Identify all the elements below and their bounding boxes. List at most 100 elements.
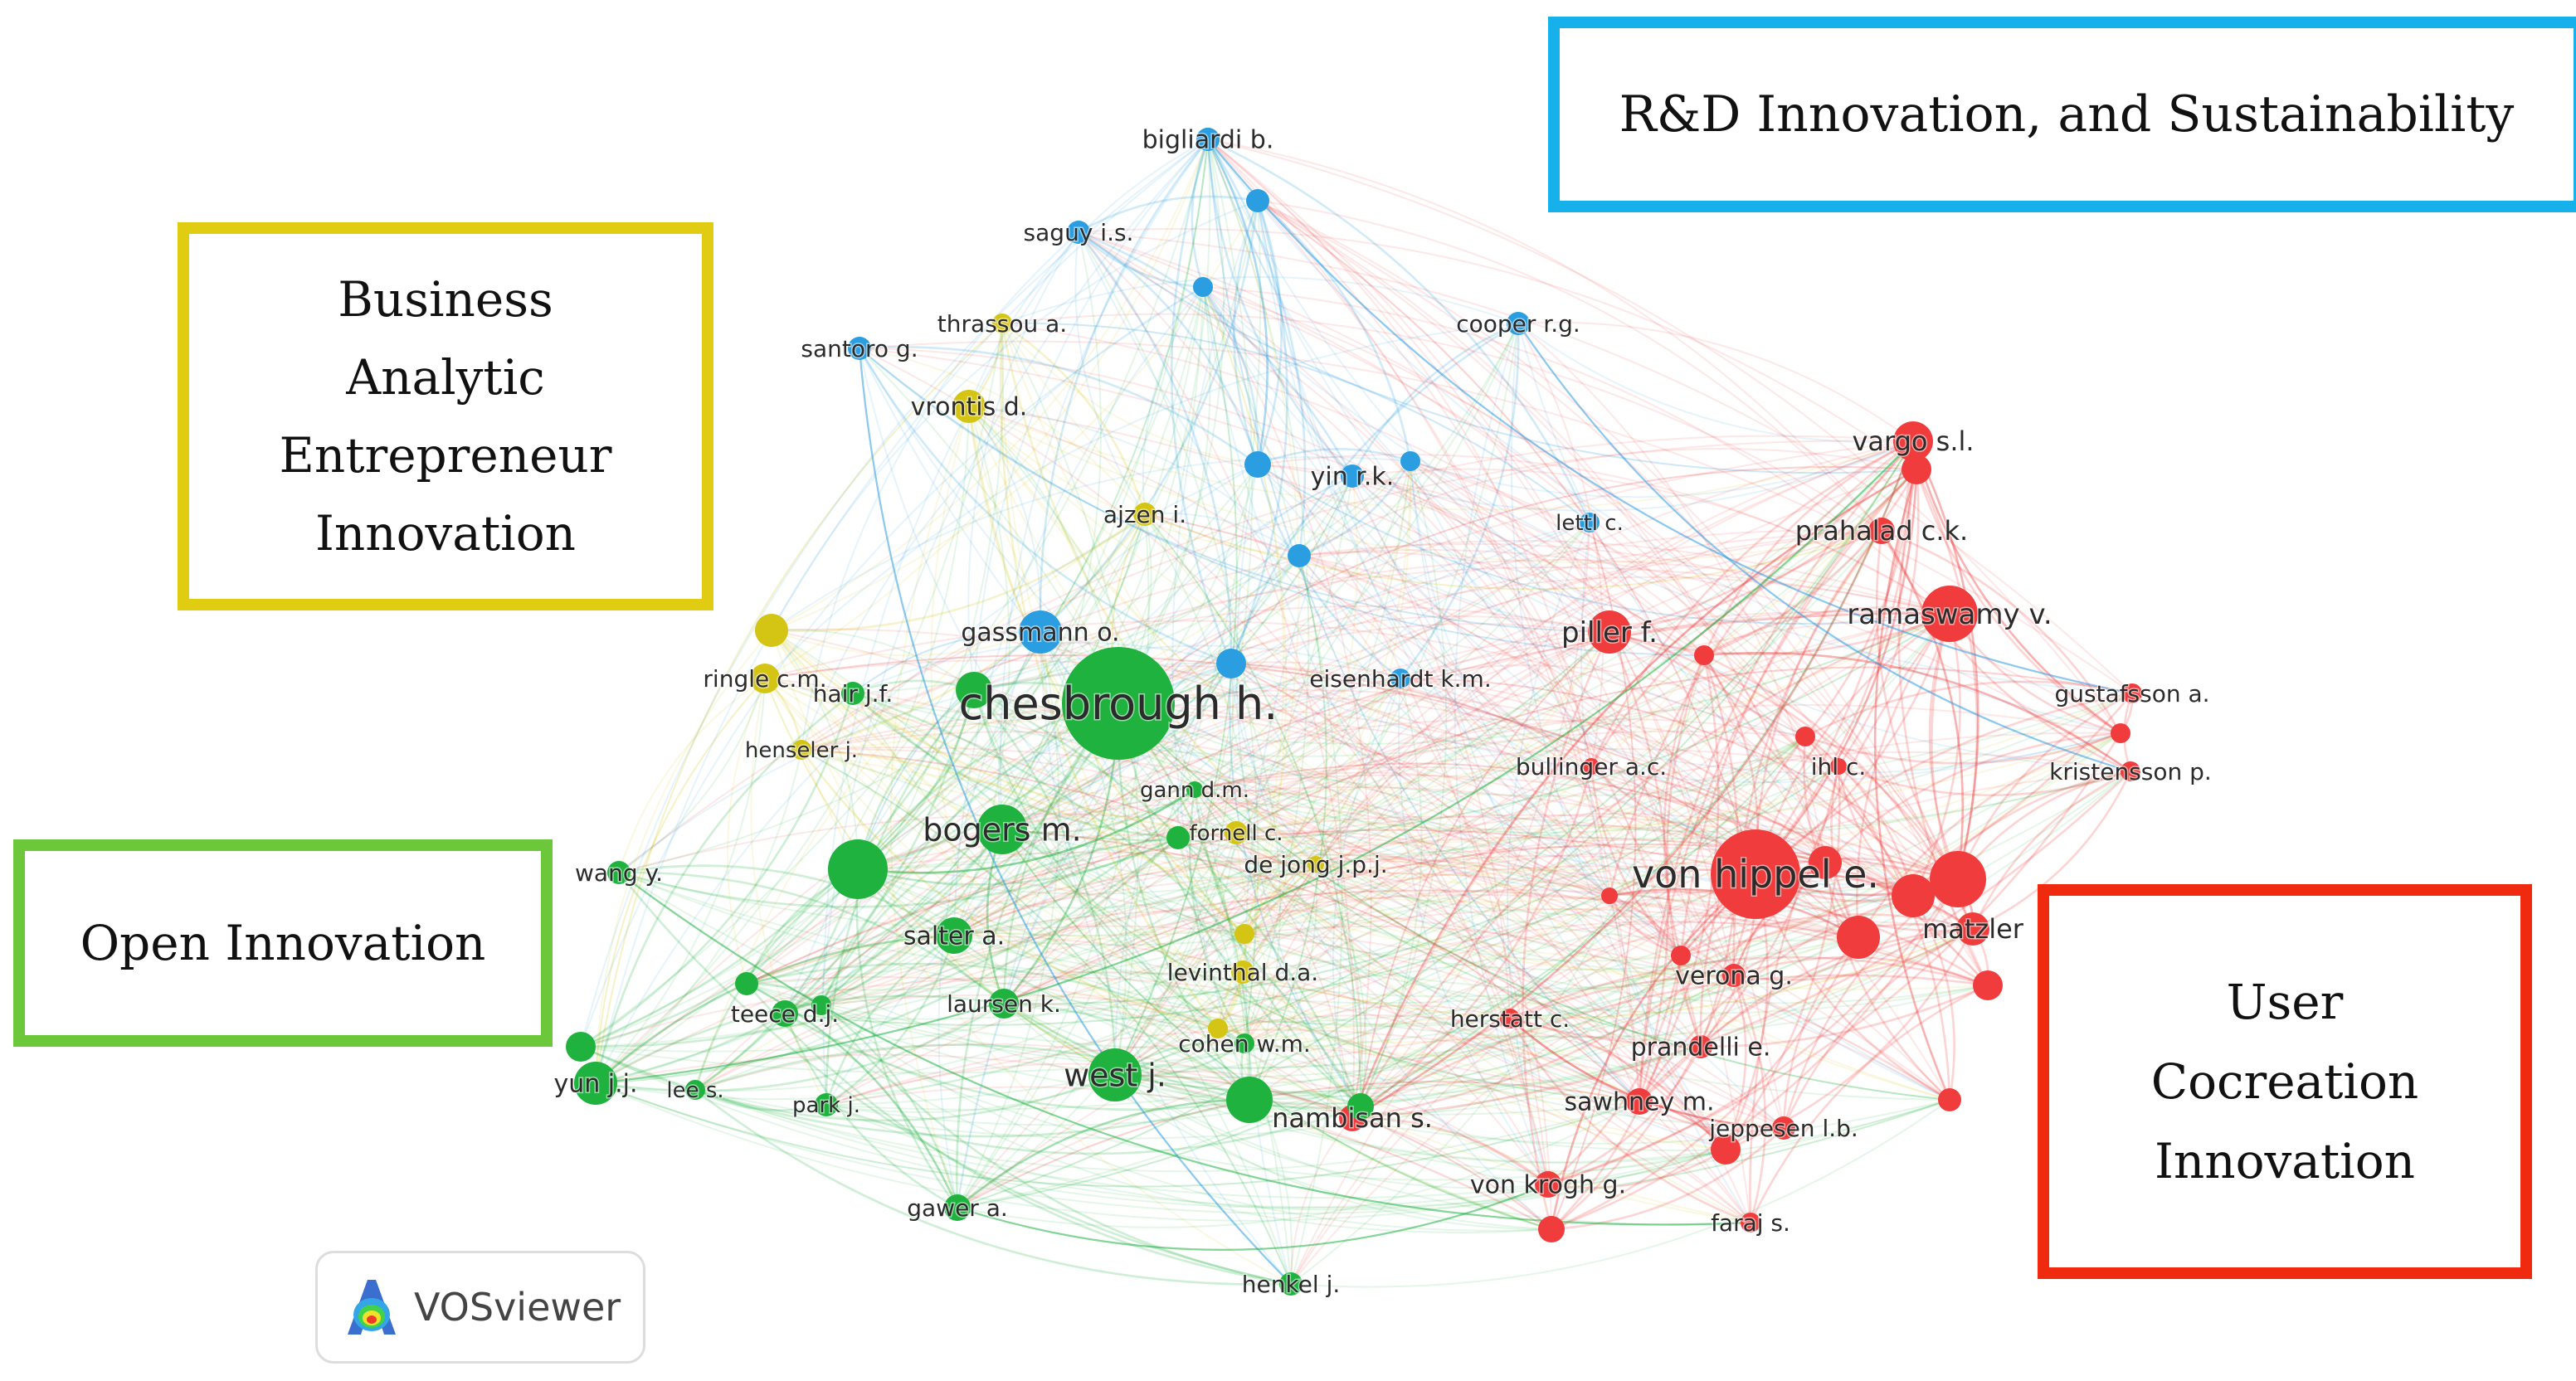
co-citation-link xyxy=(1114,955,1682,1085)
node-gassmann[interactable] xyxy=(1019,610,1062,654)
node-unlabeled[interactable] xyxy=(1538,1216,1565,1242)
node-west[interactable] xyxy=(1088,1048,1142,1101)
co-citation-link xyxy=(857,868,1751,1223)
co-citation-link xyxy=(1206,139,1269,465)
node-unlabeled[interactable] xyxy=(828,839,888,899)
node-gustafsson[interactable] xyxy=(2122,683,2142,703)
node-unlabeled[interactable] xyxy=(1288,544,1311,567)
node-dejong[interactable] xyxy=(1307,856,1324,873)
node-prandelli[interactable] xyxy=(1689,1035,1712,1058)
node-unlabeled[interactable] xyxy=(1246,189,1269,212)
node-bogers[interactable] xyxy=(977,805,1027,854)
node-ringle[interactable] xyxy=(750,664,780,693)
node-unlabeled[interactable] xyxy=(811,995,831,1015)
node-verona[interactable] xyxy=(1722,964,1746,987)
co-citation-link xyxy=(746,766,1592,991)
node-lettl[interactable] xyxy=(1580,513,1600,532)
node-unlabeled[interactable] xyxy=(1216,649,1246,678)
node-cooper[interactable] xyxy=(1507,312,1530,335)
node-unlabeled[interactable] xyxy=(1234,924,1254,944)
node-cohen[interactable] xyxy=(1234,1033,1254,1053)
co-citation-link xyxy=(1202,286,1959,880)
node-herstatt[interactable] xyxy=(1500,1009,1520,1028)
node-unlabeled[interactable] xyxy=(1973,970,2003,1000)
co-citation-link xyxy=(852,693,1950,1101)
node-unlabeled[interactable] xyxy=(1795,727,1815,746)
node-ramaswamy[interactable] xyxy=(1921,586,1978,642)
node-gann[interactable] xyxy=(1186,781,1203,798)
node-park[interactable] xyxy=(815,1093,838,1116)
node-unlabeled[interactable] xyxy=(1930,851,1986,907)
co-citation-link xyxy=(1001,736,1806,864)
node-yun[interactable] xyxy=(574,1062,617,1105)
node-ihl[interactable] xyxy=(1830,758,1847,775)
node-hair[interactable] xyxy=(841,682,864,705)
node-wang[interactable] xyxy=(607,861,631,884)
node-label-cohen: cohen w.m. xyxy=(1178,1030,1311,1058)
co-citation-link xyxy=(859,346,1259,466)
node-unlabeled[interactable] xyxy=(1711,1135,1741,1165)
co-citation-link xyxy=(1703,469,1918,657)
node-saguy[interactable] xyxy=(1067,221,1090,244)
node-salter[interactable] xyxy=(936,917,972,954)
node-ajzen[interactable] xyxy=(1133,503,1157,526)
co-citation-link xyxy=(801,749,1292,1285)
node-laursen[interactable] xyxy=(989,989,1019,1019)
node-henseler[interactable] xyxy=(791,740,811,760)
co-citation-link xyxy=(1207,139,1610,633)
node-matzler[interactable] xyxy=(1956,912,1989,946)
node-santoro[interactable] xyxy=(848,337,871,360)
node-unlabeled[interactable] xyxy=(2111,723,2130,743)
node-vargo[interactable] xyxy=(1893,421,1933,461)
node-vonkrogh[interactable] xyxy=(1535,1171,1561,1198)
node-unlabeled[interactable] xyxy=(1208,1019,1228,1038)
node-unlabeled[interactable] xyxy=(1244,451,1271,478)
node-sawhney[interactable] xyxy=(1626,1088,1653,1115)
co-citation-link xyxy=(821,936,1859,1069)
node-unlabeled[interactable] xyxy=(956,672,992,708)
node-unlabeled[interactable] xyxy=(1166,826,1190,849)
node-unlabeled[interactable] xyxy=(1902,455,1931,484)
co-citation-link xyxy=(1257,200,1682,956)
node-faraj[interactable] xyxy=(1741,1213,1760,1233)
node-chesbrough[interactable] xyxy=(1062,647,1175,760)
node-vonhippel[interactable] xyxy=(1711,829,1800,919)
co-citation-link xyxy=(1001,323,1519,830)
node-fornell[interactable] xyxy=(1225,821,1248,844)
co-citation-link xyxy=(1001,231,1102,830)
node-unlabeled[interactable] xyxy=(1837,916,1880,959)
node-unlabeled[interactable] xyxy=(1400,451,1420,471)
co-citation-link xyxy=(1118,703,1959,893)
node-henkel[interactable] xyxy=(1279,1272,1303,1296)
co-citation-link xyxy=(1257,200,1859,938)
node-unlabeled[interactable] xyxy=(1938,1088,1961,1111)
node-piller[interactable] xyxy=(1588,610,1631,654)
co-citation-link xyxy=(617,872,1292,1286)
node-bullinger[interactable] xyxy=(1583,758,1600,775)
node-kristensson[interactable] xyxy=(2121,761,2140,781)
node-unlabeled[interactable] xyxy=(566,1032,596,1062)
node-unlabeled[interactable] xyxy=(1671,946,1691,965)
node-unlabeled[interactable] xyxy=(1226,1077,1273,1123)
node-unlabeled[interactable] xyxy=(1347,1093,1374,1120)
node-vrontis[interactable] xyxy=(952,390,986,423)
node-thrassou[interactable] xyxy=(992,314,1012,333)
node-unlabeled[interactable] xyxy=(755,614,788,647)
node-unlabeled[interactable] xyxy=(1809,846,1842,879)
node-unlabeled[interactable] xyxy=(1892,874,1935,917)
node-levinthal[interactable] xyxy=(1231,960,1254,984)
node-unlabeled[interactable] xyxy=(1196,128,1220,151)
node-teece[interactable] xyxy=(772,1000,798,1027)
node-gawer[interactable] xyxy=(944,1194,971,1221)
node-unlabeled[interactable] xyxy=(735,972,758,995)
node-prahalad[interactable] xyxy=(1868,518,1895,544)
node-unlabeled[interactable] xyxy=(1601,887,1618,904)
vosviewer-logo[interactable]: VOSviewer xyxy=(315,1251,645,1364)
node-yin[interactable] xyxy=(1341,464,1364,488)
node-lee[interactable] xyxy=(685,1080,705,1100)
node-unlabeled[interactable] xyxy=(1193,277,1213,297)
node-unlabeled[interactable] xyxy=(1694,645,1714,665)
node-eisenhardt[interactable] xyxy=(1390,669,1410,688)
node-jeppesen[interactable] xyxy=(1772,1116,1795,1140)
co-citation-link xyxy=(1194,771,1756,875)
